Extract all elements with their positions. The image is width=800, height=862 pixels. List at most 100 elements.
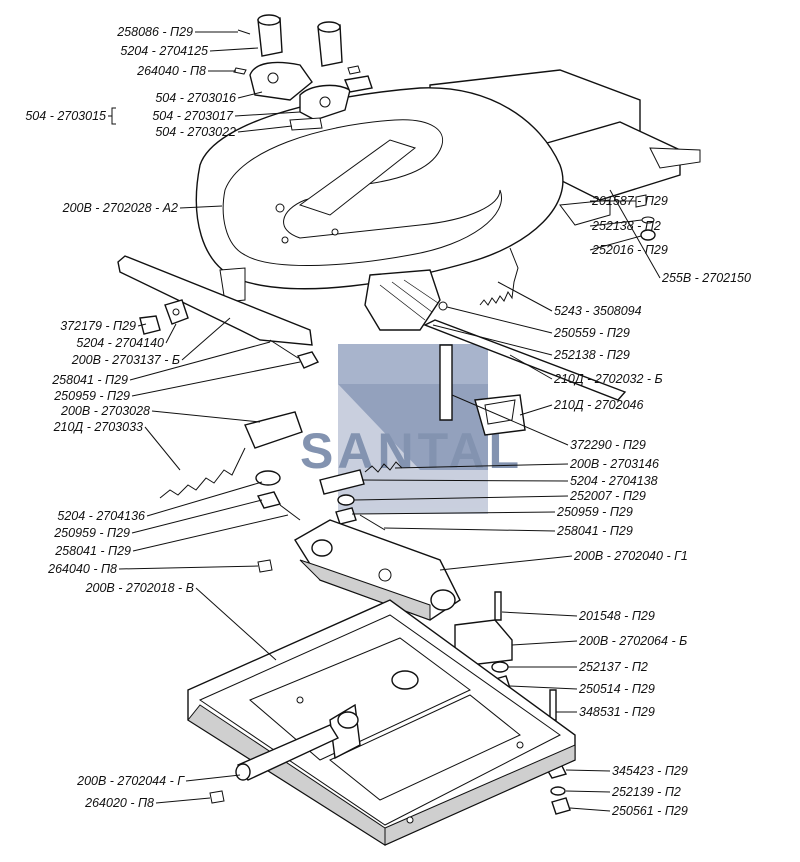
- lock-mechanism: [233, 14, 373, 131]
- bolt-head: [139, 315, 161, 335]
- part-label: 504 - 2703022: [155, 125, 236, 139]
- base-center-bore: [391, 670, 419, 690]
- washer: [438, 301, 448, 311]
- part-label: 5204 - 2704140: [76, 336, 164, 350]
- grease-fitting: [209, 790, 225, 804]
- part-label: 250959 - П29: [53, 526, 130, 540]
- trunnion-bore: [337, 711, 359, 729]
- lock-lever: [249, 61, 313, 101]
- coupling-plate: [195, 69, 701, 331]
- part-label: 210Д - 2702046: [553, 398, 643, 412]
- part-label: 252007 - П29: [569, 489, 646, 503]
- lock-spacer: [289, 117, 323, 131]
- part-label: 200В - 2703146: [569, 457, 659, 471]
- part-label: 252016 - П29: [591, 243, 668, 257]
- part-label: 258041 - П29: [51, 373, 128, 387]
- center-small-parts: [319, 461, 403, 531]
- part-label: 264040 - П8: [47, 562, 117, 576]
- part-label: 372290 - П29: [570, 438, 646, 452]
- part-label: 200В - 2703028: [60, 404, 150, 418]
- bolt-201587: [635, 194, 647, 208]
- lock-hook: [344, 75, 373, 93]
- slider-bore-left: [311, 539, 333, 557]
- small-washer: [347, 65, 361, 75]
- base-plate: [187, 599, 576, 846]
- cotter-pin: [279, 504, 301, 521]
- long-bolt: [439, 344, 453, 421]
- slider-boss: [378, 568, 392, 582]
- part-label: 200В - 2702018 - В: [85, 581, 194, 595]
- part-label: 250959 - П29: [556, 505, 633, 519]
- watermark-band: [338, 344, 488, 384]
- saddle-slot: [298, 139, 417, 216]
- base-hole: [296, 696, 304, 704]
- lock-lever-hole: [267, 72, 279, 84]
- trunnion-pin-end: [235, 763, 251, 781]
- saddle-inner-rim: [222, 119, 502, 266]
- part-label: 250959 - П29: [53, 389, 130, 403]
- part-label: 348531 - П29: [579, 705, 655, 719]
- base-rib-b: [329, 694, 521, 801]
- slider-bore-right: [430, 589, 456, 611]
- right-fasteners: [454, 194, 656, 815]
- cotter-pin: [359, 514, 386, 531]
- part-label: 264020 - П8: [84, 796, 154, 810]
- part-label: 252137 - П2: [578, 660, 648, 674]
- part-label: 250514 - П29: [578, 682, 655, 696]
- part-label: 504 - 2703015: [25, 109, 106, 123]
- spring-washer: [337, 494, 355, 506]
- base-hole: [516, 741, 524, 749]
- pivot-block-notch: [484, 399, 516, 425]
- part-labels: 258086 - П29 5204 - 2704125 264040 - П8 …: [25, 25, 751, 818]
- link-plate: [319, 469, 365, 495]
- plate-hole: [331, 228, 339, 236]
- part-label: 200В - 2702028 - А2: [62, 201, 178, 215]
- part-label: 200В - 2702044 - Г: [76, 774, 185, 788]
- part-label: 210Д - 2703033: [53, 420, 143, 434]
- part-label: 210Д - 2702032 - Б: [553, 372, 663, 386]
- leader-lines: [108, 31, 661, 812]
- washer-252016: [640, 229, 656, 241]
- watermark-text: SANTAL: [300, 423, 523, 479]
- plate-hole: [275, 203, 285, 213]
- fork-clevis: [244, 411, 303, 449]
- part-label: 250559 - П29: [553, 326, 630, 340]
- bolt-348531: [549, 689, 557, 721]
- part-label: 5204 - 2704136: [57, 509, 145, 523]
- part-label: 5243 - 3508094: [554, 304, 642, 318]
- part-label: 258041 - П29: [54, 544, 131, 558]
- part-label: 5204 - 2704138: [570, 474, 658, 488]
- part-label: 252139 - П2: [611, 785, 681, 799]
- part-label: 200В - 2702040 - Г1: [573, 549, 688, 563]
- nut-250561: [551, 797, 571, 815]
- adjusting-screw: [159, 411, 303, 573]
- grease-fitting: [257, 559, 273, 573]
- watermark: SANTAL: [300, 344, 523, 514]
- release-lever: [117, 255, 320, 369]
- part-label: 258086 - П29: [116, 25, 193, 39]
- plate-support-web: [364, 269, 441, 331]
- plate-bracket: [219, 267, 246, 303]
- plate-hole: [281, 236, 289, 244]
- small-spring: [364, 461, 403, 473]
- part-label: 264040 - П8: [136, 64, 206, 78]
- cotter-pin: [237, 29, 251, 35]
- threaded-rod: [159, 447, 246, 499]
- part-label: 252138 - П2: [591, 219, 661, 233]
- adjuster-nut: [256, 491, 282, 509]
- plate-mount-tab-left: [559, 199, 611, 226]
- part-label: 5204 - 2704125: [120, 44, 208, 58]
- pin-right-head: [317, 21, 341, 33]
- lock-jaw-hole: [319, 96, 331, 108]
- spring-and-shaft: [423, 247, 627, 436]
- cotter-pin: [269, 339, 299, 359]
- part-label: 200В - 2703137 - Б: [71, 353, 180, 367]
- pin-left-head: [257, 14, 281, 26]
- plate-mount-tab-right: [649, 147, 701, 169]
- part-label: 250561 - П29: [611, 804, 688, 818]
- washer-252137: [491, 661, 509, 673]
- part-label: 201587 - П29: [591, 194, 668, 208]
- bolt-201548: [494, 591, 502, 621]
- part-label: 345423 - П29: [612, 764, 688, 778]
